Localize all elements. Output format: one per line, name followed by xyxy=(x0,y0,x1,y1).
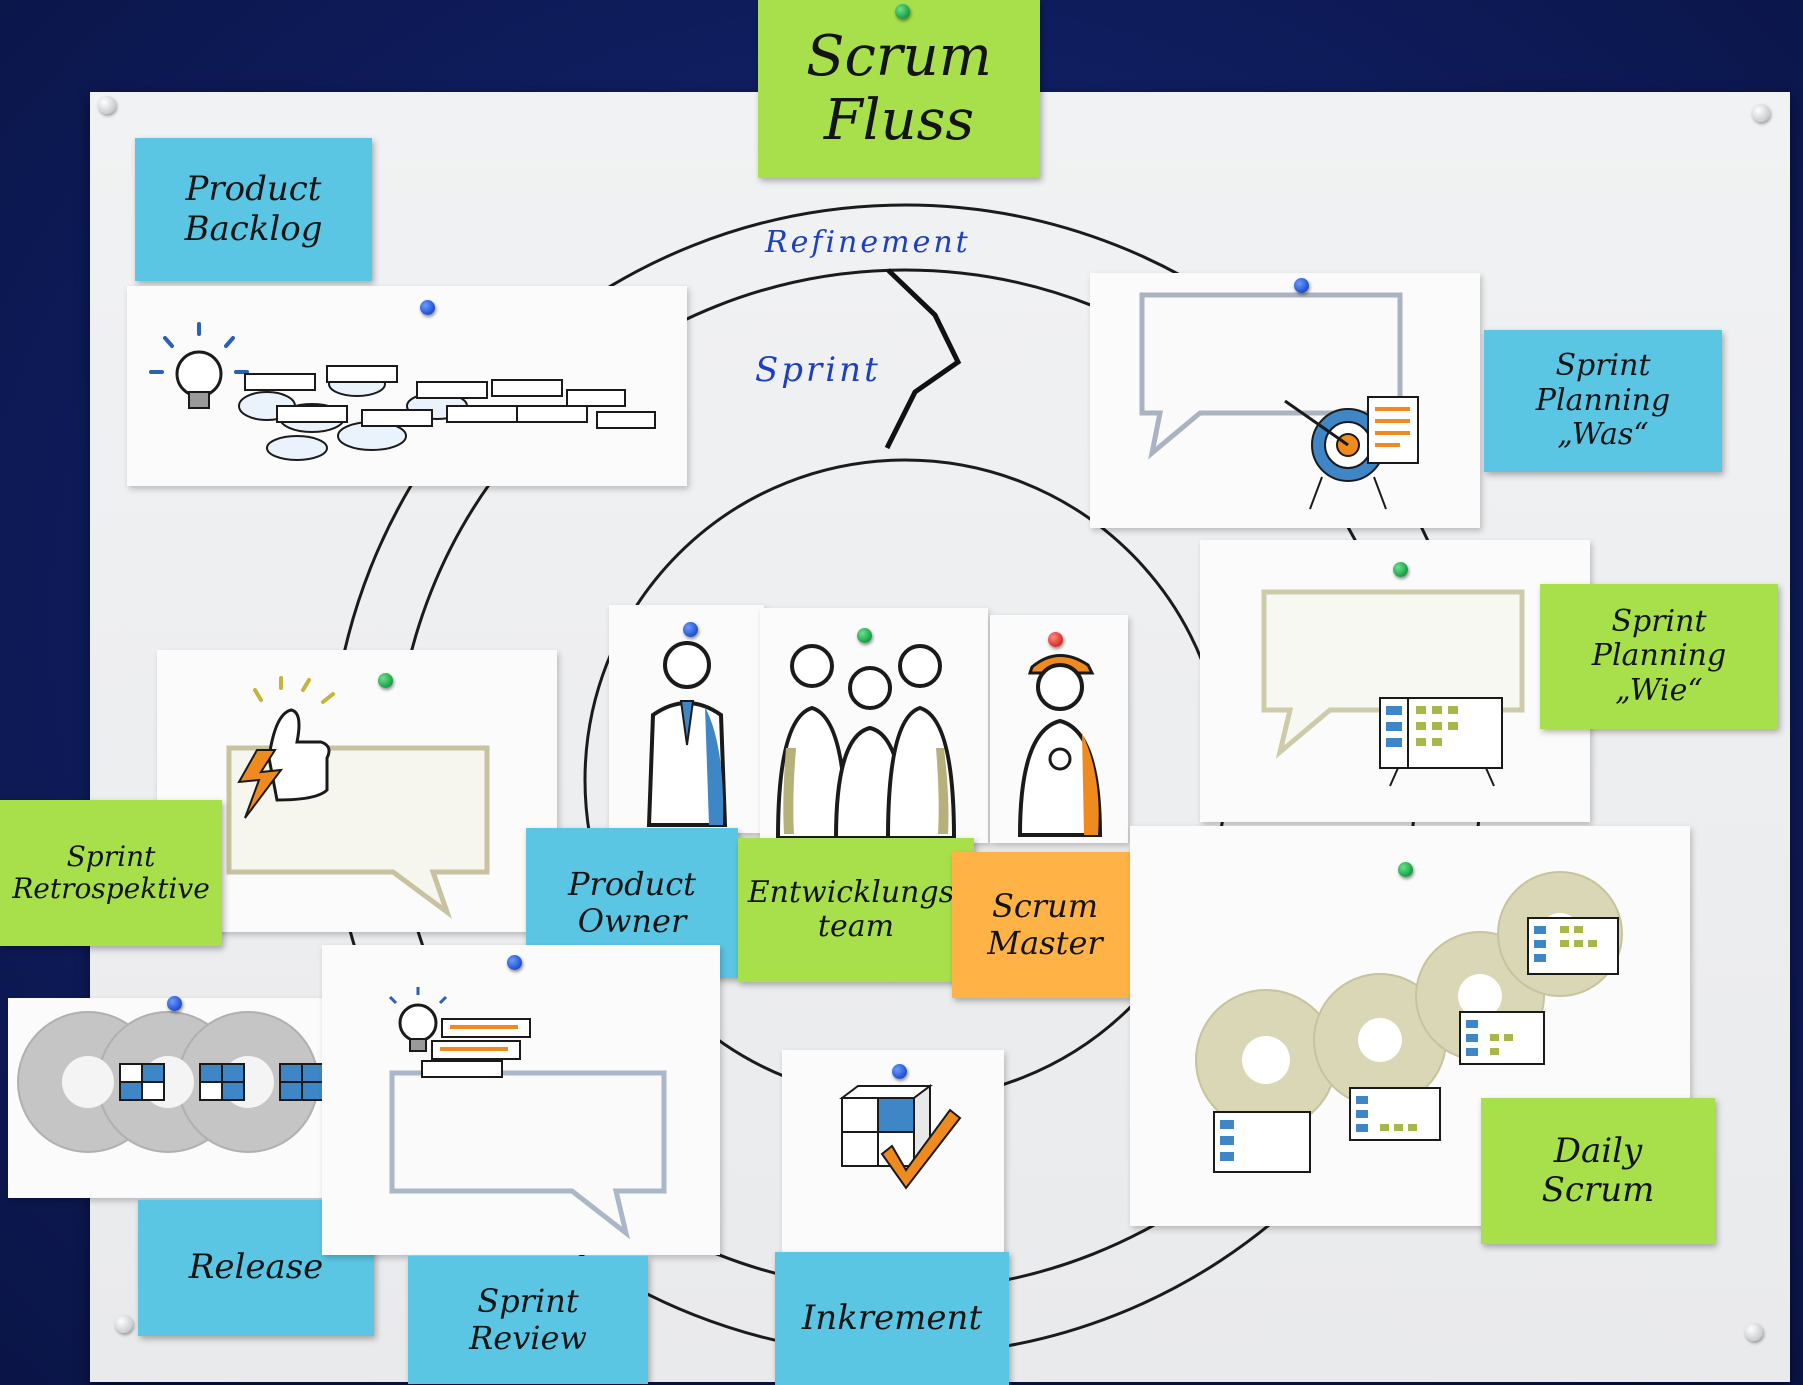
sprint-retrospektive-note: Sprint Retrospektive xyxy=(0,800,222,946)
entwicklungsteam-note: Entwicklungs- team xyxy=(738,838,974,982)
taskboard-icon xyxy=(1379,697,1503,787)
pushpin xyxy=(895,4,910,19)
release-card xyxy=(8,998,338,1198)
sprint-review-note: Sprint Review xyxy=(408,1256,648,1384)
backlog-items xyxy=(244,365,656,429)
lightbulb-icon xyxy=(388,987,448,1052)
thumbtack xyxy=(98,96,116,114)
pushpin xyxy=(857,628,872,643)
thumbs-up-icon xyxy=(253,676,335,802)
sprint-planning-wie-card xyxy=(1200,540,1590,822)
scrum-master-card xyxy=(990,615,1128,843)
sprint-planning-wie-note: Sprint Planning „Wie“ xyxy=(1540,584,1778,729)
scrum-master-note: Scrum Master xyxy=(952,852,1138,998)
refinement-label: Refinement xyxy=(765,225,971,260)
document-icon xyxy=(1367,396,1419,464)
pushpin xyxy=(683,622,698,637)
speech-bubble-icon xyxy=(1139,292,1403,460)
lightbulb-icon xyxy=(149,322,249,409)
sprint-label: Sprint xyxy=(755,350,881,390)
thumbtack xyxy=(115,1315,133,1333)
thumbtack xyxy=(1752,104,1770,122)
lightning-icon xyxy=(237,749,284,819)
pushpin xyxy=(378,673,393,688)
cube-icon xyxy=(839,1084,962,1190)
pushpin xyxy=(507,955,522,970)
pushpin xyxy=(420,300,435,315)
pushpin xyxy=(167,996,182,1011)
speech-bubble-icon xyxy=(1261,589,1525,759)
pushpin xyxy=(1398,862,1413,877)
product-owner-card xyxy=(609,605,764,833)
daily-scrum-note: Daily Scrum xyxy=(1481,1098,1715,1244)
cycle-gap-mark xyxy=(884,268,962,450)
product-backlog-note: Product Backlog xyxy=(135,138,372,281)
inkrement-card xyxy=(782,1050,1004,1260)
pushpin xyxy=(1048,632,1063,647)
scrum-master-figure xyxy=(1017,654,1103,837)
cube-icon xyxy=(119,1063,325,1101)
product-backlog-card xyxy=(127,286,687,486)
thumbtack xyxy=(1745,1323,1763,1341)
entwicklungsteam-card xyxy=(760,608,988,843)
cycle-ring-icon xyxy=(17,1011,325,1153)
cycle-ring-icon xyxy=(1195,871,1623,1173)
sprint-review-card xyxy=(322,945,720,1255)
product-owner-figure xyxy=(646,641,728,827)
sprint-planning-was-note: Sprint Planning „Was“ xyxy=(1484,330,1722,472)
sprint-retrospektive-card xyxy=(157,650,557,932)
page-title: Scrum Fluss xyxy=(758,0,1040,178)
sprint-planning-was-card xyxy=(1090,273,1480,528)
pushpin xyxy=(1393,562,1408,577)
speech-bubble-icon xyxy=(389,1070,667,1240)
inkrement-note: Inkrement xyxy=(775,1252,1009,1385)
team-figures xyxy=(775,644,957,840)
checkmark-icon xyxy=(880,1108,962,1190)
pushpin xyxy=(1294,278,1309,293)
pushpin xyxy=(892,1064,907,1079)
target-icon xyxy=(1284,399,1387,510)
